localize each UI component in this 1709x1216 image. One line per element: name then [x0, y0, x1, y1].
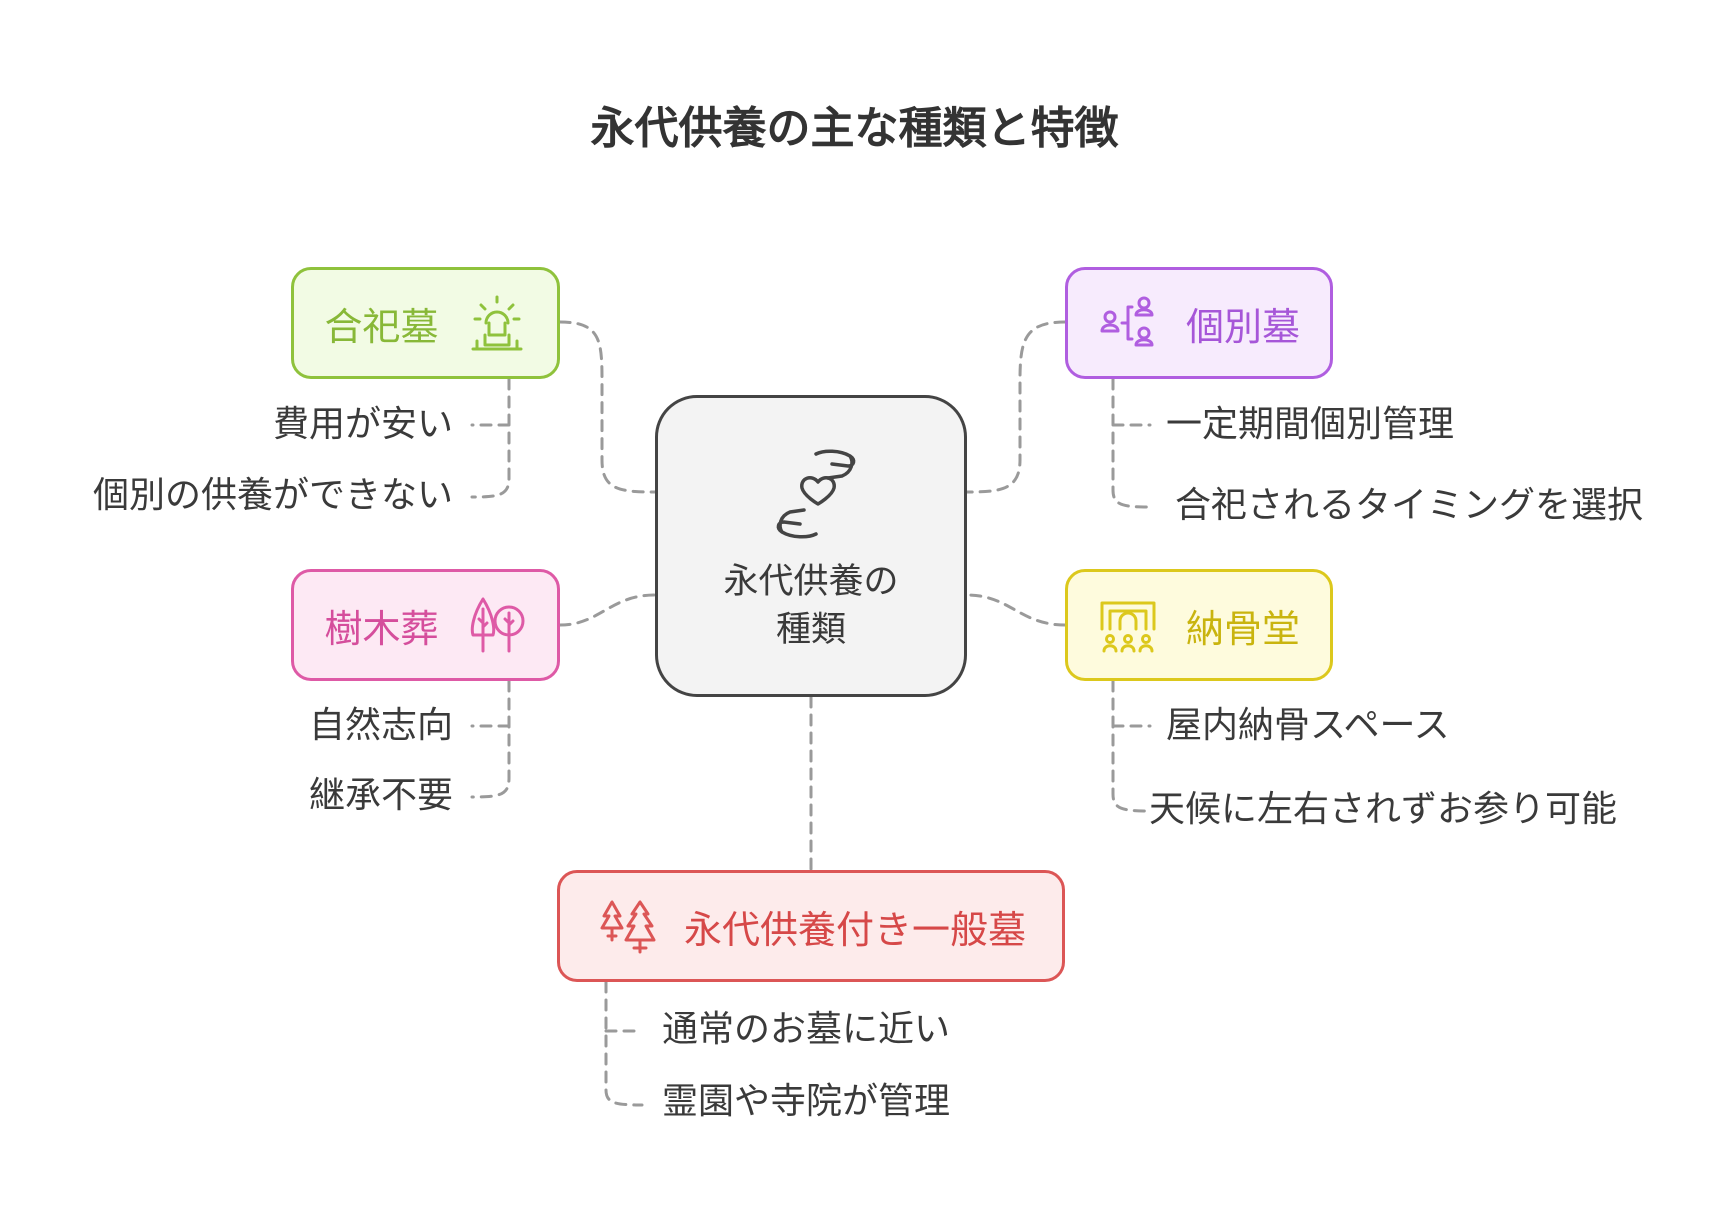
connector-kobetsu-items	[1111, 377, 1152, 509]
jumoku-item-1: 自然志向	[308, 705, 453, 746]
center-label-line1: 永代供養の	[723, 562, 899, 602]
diagram-title: 永代供養の主な種類と特徴	[590, 103, 1119, 154]
connector-jumoku-items	[470, 679, 511, 799]
node-ippan-label: 永代供養付き一般墓	[683, 907, 1026, 952]
node-kobetsu-label: 個別墓	[1185, 304, 1300, 349]
connector-kobetsu	[965, 320, 1067, 494]
heart-hands-icon	[776, 449, 856, 539]
node-goushi: 合祀墓	[291, 267, 560, 379]
temple-sun-icon	[471, 295, 522, 351]
node-kobetsu: 個別墓	[1065, 267, 1333, 379]
goushi-item-1: 費用が安い	[272, 404, 453, 445]
node-noukotsu: 納骨堂	[1065, 569, 1333, 681]
pine-trees-icon	[600, 900, 656, 954]
noukotsu-item-2: 天候に左右されずお参り可能	[1149, 789, 1618, 830]
node-noukotsu-label: 納骨堂	[1185, 606, 1300, 651]
node-jumoku: 樹木葬	[291, 569, 560, 681]
ippan-item-2: 霊園や寺院が管理	[662, 1081, 951, 1122]
people-org-icon	[1100, 296, 1154, 347]
kobetsu-item-1: 一定期間個別管理	[1166, 404, 1455, 445]
connector-goushi-items	[470, 377, 511, 499]
noukotsu-item-1: 屋内納骨スペース	[1166, 705, 1450, 746]
connector-goushi	[558, 320, 657, 494]
columbarium-icon	[1100, 601, 1156, 653]
center-label: 永代供養の 種類	[658, 558, 964, 654]
connector-ippan-items	[604, 980, 644, 1107]
ippan-item-1: 通常のお墓に近い	[662, 1009, 951, 1050]
connector-jumoku	[558, 593, 657, 627]
kobetsu-item-2: 合祀されるタイミングを選択	[1175, 485, 1644, 526]
jumoku-item-2: 継承不要	[308, 775, 453, 816]
center-label-line2: 種類	[775, 610, 846, 650]
goushi-item-2: 個別の供養ができない	[92, 475, 453, 516]
connector-noukotsu	[965, 593, 1067, 627]
node-jumoku-label: 樹木葬	[324, 606, 439, 651]
connector-noukotsu-items	[1111, 679, 1152, 813]
node-ippan: 永代供養付き一般墓	[557, 870, 1065, 982]
node-goushi-label: 合祀墓	[324, 304, 439, 349]
center-node: 永代供養の 種類	[655, 395, 967, 697]
trees-icon	[470, 597, 524, 653]
